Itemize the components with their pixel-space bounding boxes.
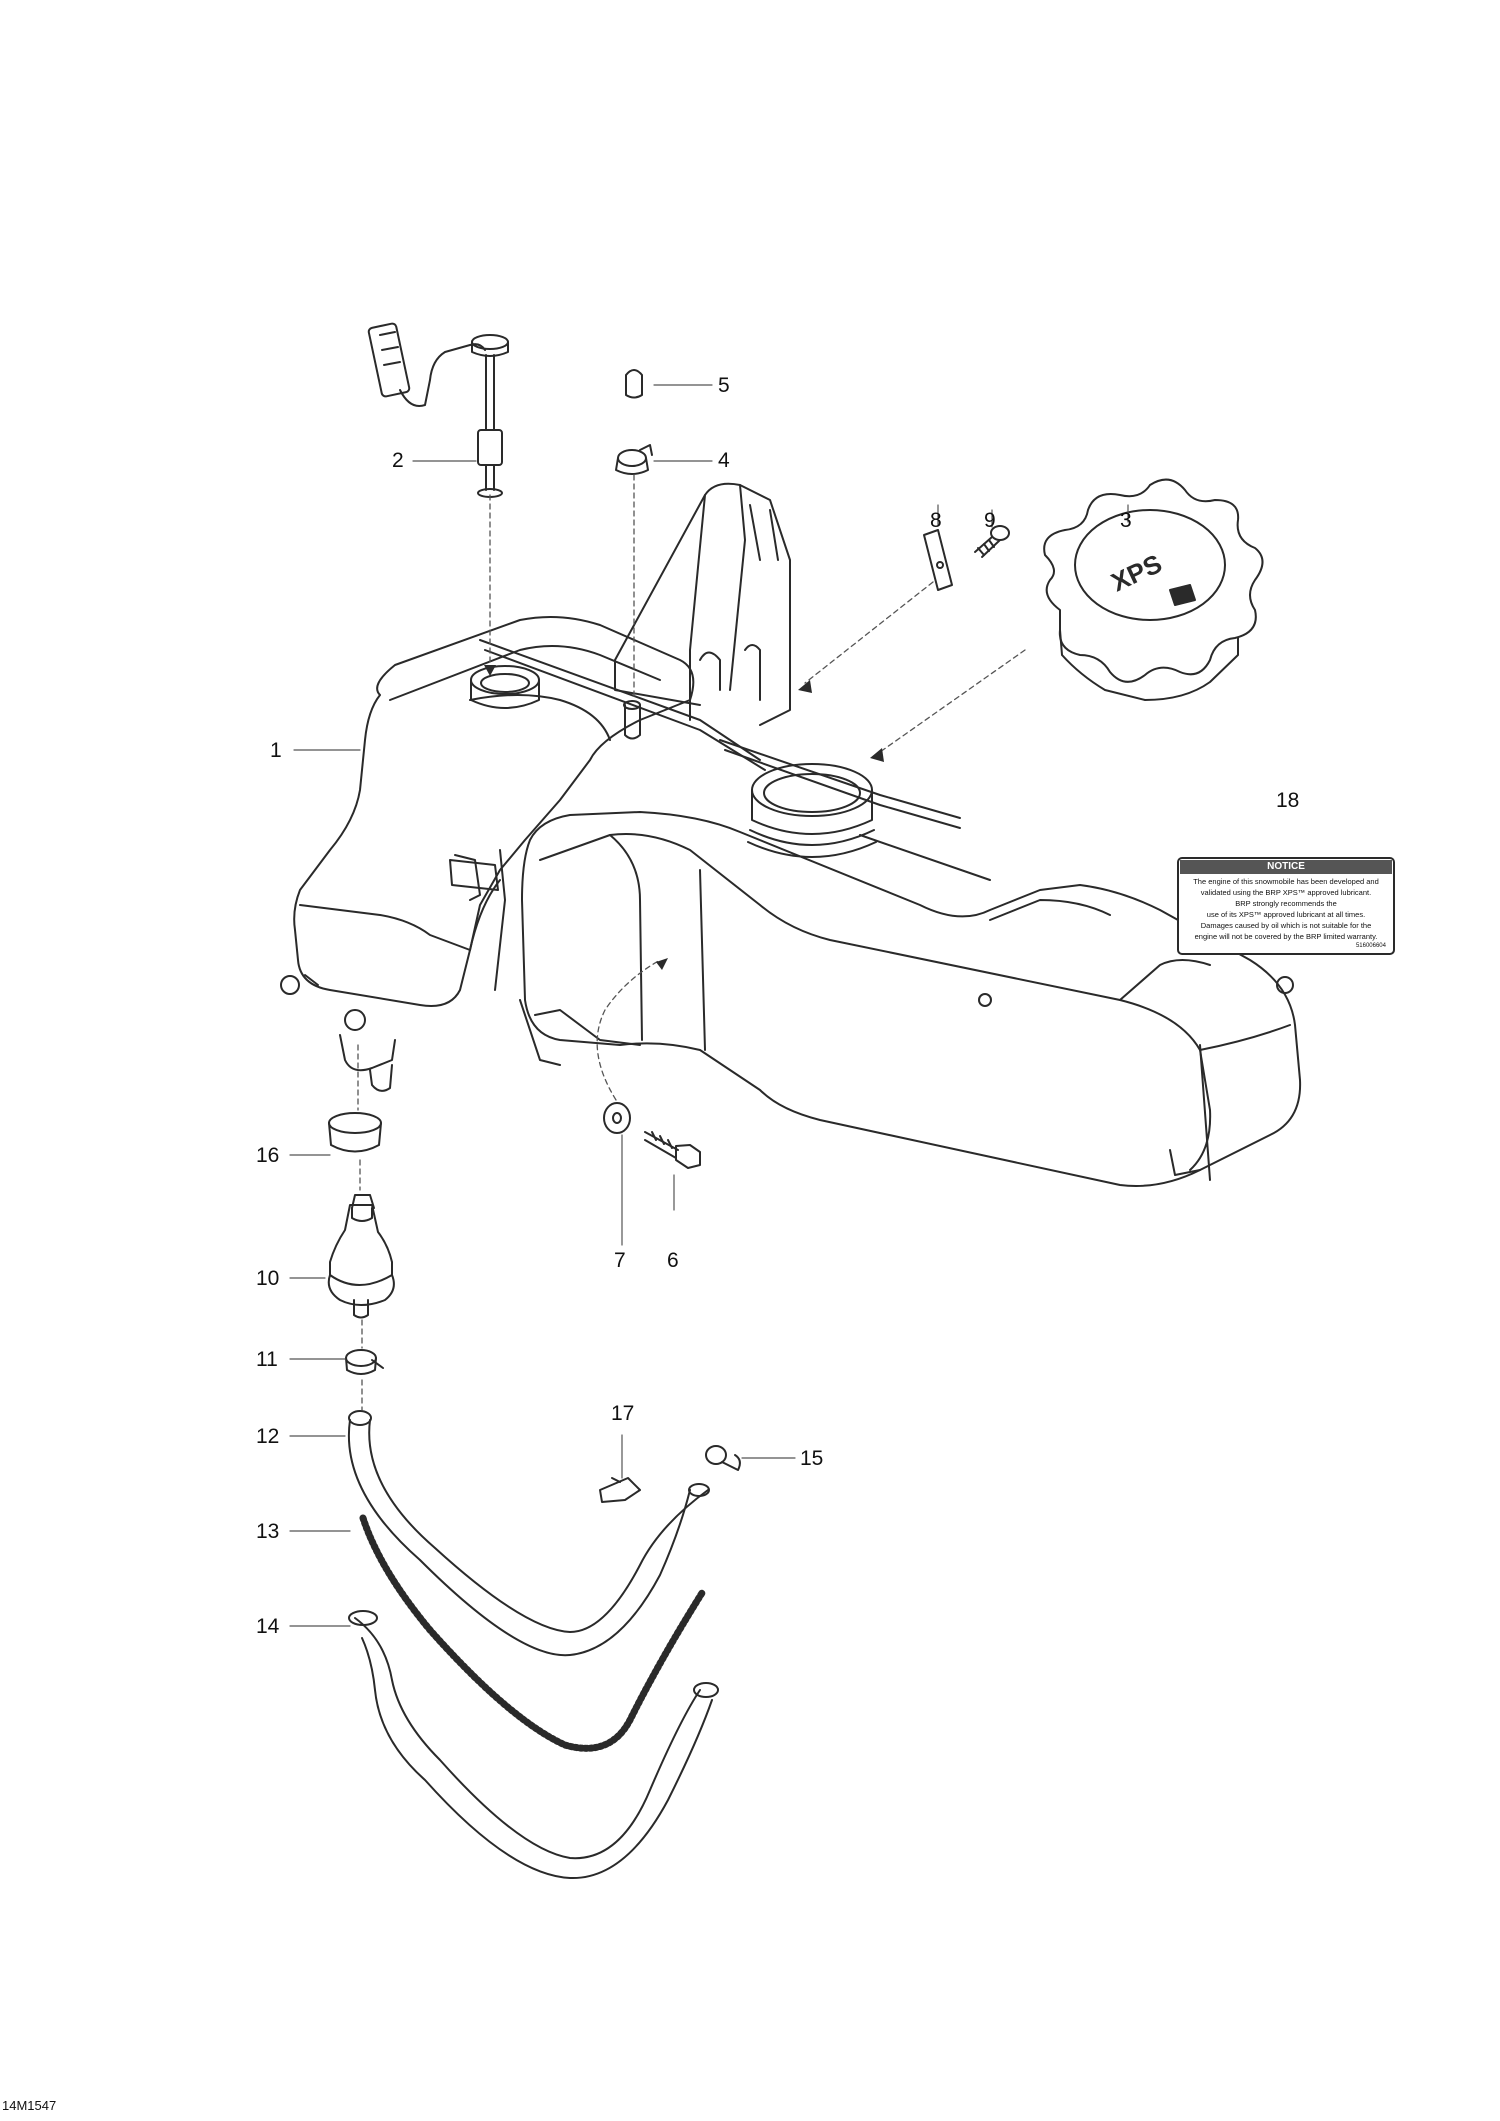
callout-13: 13	[256, 1520, 280, 1543]
notice-decal	[1177, 857, 1395, 955]
callout-9: 9	[984, 509, 996, 532]
callout-16: 16	[256, 1144, 280, 1167]
oil-tank	[280, 482, 1302, 1187]
decal-part-number: 516006604	[1355, 943, 1386, 949]
small-clamp-2	[345, 1349, 384, 1375]
decal-heading: NOTICE	[1267, 861, 1305, 872]
vent-hose	[348, 1610, 719, 1880]
callout-17: 17	[611, 1402, 635, 1425]
callout-leaders	[289, 384, 1129, 1627]
assembly-guide-lines	[357, 474, 1026, 1411]
callout-8: 8	[930, 509, 942, 532]
small-clamp-3	[705, 1445, 741, 1471]
decal-line: Damages caused by oil which is not suita…	[1200, 921, 1372, 930]
callout-15: 15	[800, 1447, 824, 1470]
figure-id: 14M1547	[2, 2098, 57, 2113]
oil-level-sensor	[367, 322, 509, 498]
decal-line: BRP strongly recommends the	[1235, 899, 1337, 908]
direction-arrows	[484, 665, 884, 970]
hose-clamp-ring	[328, 1112, 382, 1153]
decal-text-block: NOTICE The engine of this snowmobile has…	[1180, 860, 1392, 950]
callout-2: 2	[392, 449, 404, 472]
callout-10: 10	[256, 1267, 280, 1290]
callout-4: 4	[718, 449, 730, 472]
oil-fitting	[327, 1194, 395, 1319]
screw	[974, 525, 1010, 558]
washer	[603, 1102, 631, 1134]
nut-plate	[923, 529, 953, 591]
callout-7: 7	[614, 1249, 626, 1272]
callout-5: 5	[718, 374, 730, 397]
callout-1: 1	[270, 739, 282, 762]
callout-14: 14	[256, 1615, 280, 1638]
callout-3: 3	[1120, 509, 1132, 532]
callout-12: 12	[256, 1425, 280, 1448]
decal-line: The engine of this snowmobile has been d…	[1193, 877, 1379, 886]
decal-line: validated using the BRP XPS™ approved lu…	[1200, 888, 1372, 897]
callout-6: 6	[667, 1249, 679, 1272]
hose-clip	[599, 1477, 641, 1503]
callout-11: 11	[256, 1348, 278, 1371]
bolt	[644, 1131, 701, 1169]
decal-line: engine will not be covered by the BRP li…	[1194, 932, 1378, 941]
plug-cap	[625, 369, 643, 399]
callout-18: 18	[1276, 789, 1300, 812]
decal-line: use of its XPS™ approved lubricant at al…	[1206, 910, 1366, 919]
small-clamp	[615, 444, 653, 475]
cap-logo: XPS	[1107, 548, 1167, 597]
spring-guard	[359, 1514, 706, 1752]
oil-hose	[347, 1410, 710, 1657]
filler-cap: XPS	[1043, 478, 1264, 701]
